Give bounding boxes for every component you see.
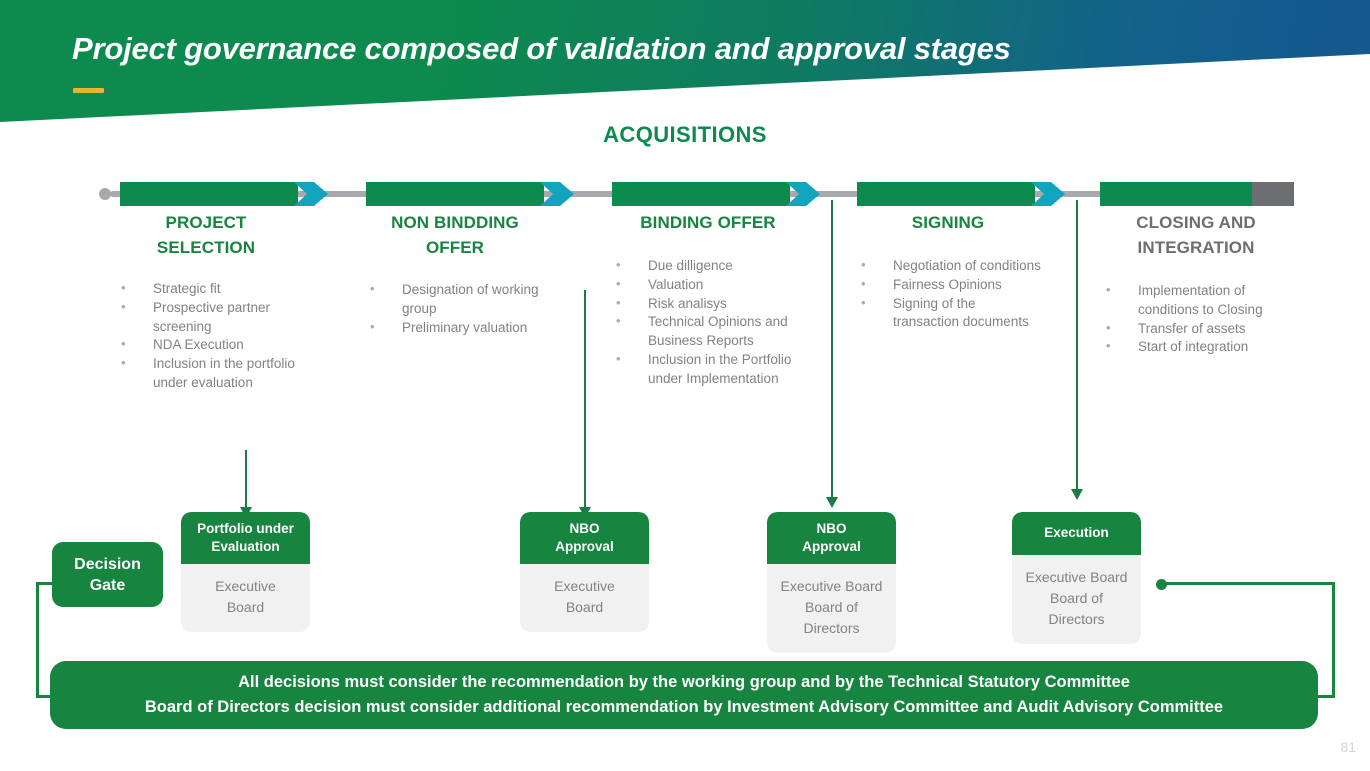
list-item: Prospective partner screening (113, 298, 299, 337)
list-item: Inclusion in the Portfolio under Impleme… (608, 350, 808, 389)
stage-bar-chevron-icon (1031, 182, 1065, 206)
stage-title-1: PROJECT SELECTION (156, 213, 256, 257)
list-item: Transfer of assets (1098, 319, 1294, 339)
list-item: Implementation of conditions to Closing (1098, 281, 1294, 320)
list-item: NDA Execution (113, 335, 299, 355)
gate-card-head: NBO Approval (767, 512, 896, 564)
list-item: Technical Opinions and Business Reports (608, 312, 808, 351)
gate-card-body: Executive Board (520, 564, 649, 632)
stage-column-5: CLOSING AND INTEGRATION Implementation o… (1098, 210, 1294, 357)
gate-card-head: Portfolio under Evaluation (181, 512, 310, 564)
gate-card-body: Executive Board (181, 564, 310, 632)
gate-card-2[interactable]: NBO Approval Executive Board (520, 512, 649, 632)
gate-card-body: Executive Board Board of Directors (1012, 554, 1141, 644)
list-item: Fairness Opinions (853, 275, 1043, 295)
stage-timeline (0, 182, 1370, 206)
connector-arrow-4 (1071, 200, 1083, 500)
list-item: Risk analisys (608, 294, 808, 314)
list-item: Preliminary valuation (362, 318, 548, 338)
stage-column-4: SIGNING Negotiation of conditions Fairne… (853, 210, 1043, 332)
stage-bar-3[interactable] (612, 182, 820, 206)
timeline-start-dot (99, 188, 111, 200)
connector-arrow-1 (240, 450, 252, 518)
stage-bullets-3: Due dilligence Valuation Risk analisys T… (608, 256, 808, 389)
stage-bar-5[interactable] (1100, 182, 1294, 206)
stage-bar-body (120, 182, 298, 206)
footer-note-line-2: Board of Directors decision must conside… (144, 698, 1224, 716)
stage-bullets-4: Negotiation of conditions Fairness Opini… (853, 256, 1043, 333)
stage-bar-end-block-icon (1252, 182, 1294, 206)
loop-line-down-right (1332, 582, 1335, 698)
list-item: Designation of working group (362, 280, 548, 319)
stage-bar-body (366, 182, 544, 206)
stage-bar-chevron-icon (294, 182, 328, 206)
stage-bar-4[interactable] (857, 182, 1065, 206)
list-item: Negotiation of conditions (853, 256, 1043, 276)
gate-card-body: Executive Board Board of Directors (767, 564, 896, 653)
footer-note-banner: All decisions must consider the recommen… (50, 661, 1318, 729)
gate-card-head: Execution (1012, 512, 1141, 555)
connector-arrow-2 (579, 290, 591, 518)
loop-start-dot (1156, 579, 1167, 590)
stage-title-2: NON BINDDING OFFER (391, 213, 519, 257)
stage-column-1: PROJECT SELECTION Strategic fit Prospect… (113, 210, 299, 393)
gate-card-1[interactable]: Portfolio under Evaluation Executive Boa… (181, 512, 310, 632)
stage-column-2: NON BINDDING OFFER Designation of workin… (362, 210, 548, 337)
connector-arrow-3 (826, 200, 838, 508)
decision-gate-label: Decision Gate (52, 542, 163, 607)
stage-bar-body (612, 182, 790, 206)
stage-bullets-5: Implementation of conditions to Closing … (1098, 281, 1294, 357)
list-item: Start of integration (1098, 337, 1294, 357)
stage-bullets-1: Strategic fit Prospective partner screen… (113, 279, 299, 393)
list-item: Valuation (608, 275, 808, 295)
stage-bar-body (1100, 182, 1252, 206)
title-accent-dash (73, 88, 104, 93)
stage-title-4: SIGNING (911, 213, 985, 232)
section-title: ACQUISITIONS (603, 122, 767, 147)
footer-note-line-1: All decisions must consider the recommen… (238, 673, 1130, 691)
list-item: Due dilligence (608, 256, 808, 276)
stage-bar-chevron-icon (540, 182, 574, 206)
stage-bar-chevron-icon (786, 182, 820, 206)
stage-bar-1[interactable] (120, 182, 328, 206)
gate-card-head: NBO Approval (520, 512, 649, 564)
list-item: Strategic fit (113, 279, 299, 299)
loop-line-down-left (36, 582, 39, 698)
list-item: Inclusion in the portfolio under evaluat… (113, 354, 299, 393)
stage-bullets-2: Designation of working group Preliminary… (362, 280, 548, 338)
stage-column-3: BINDING OFFER Due dilligence Valuation R… (608, 210, 808, 389)
gate-card-3[interactable]: NBO Approval Executive Board Board of Di… (767, 512, 896, 653)
page-title: Project governance composed of validatio… (72, 31, 1011, 66)
stage-title-3: BINDING OFFER (640, 213, 776, 232)
stage-title-5: CLOSING AND INTEGRATION (1136, 213, 1256, 257)
gate-card-4[interactable]: Execution Executive Board Board of Direc… (1012, 512, 1141, 644)
stage-bar-2[interactable] (366, 182, 574, 206)
list-item: Signing of the transaction documents (853, 294, 1043, 333)
loop-line-to-gate (36, 582, 56, 585)
loop-line-right (1162, 582, 1335, 585)
page-number: 81 (1340, 739, 1356, 755)
stage-bar-body (857, 182, 1035, 206)
